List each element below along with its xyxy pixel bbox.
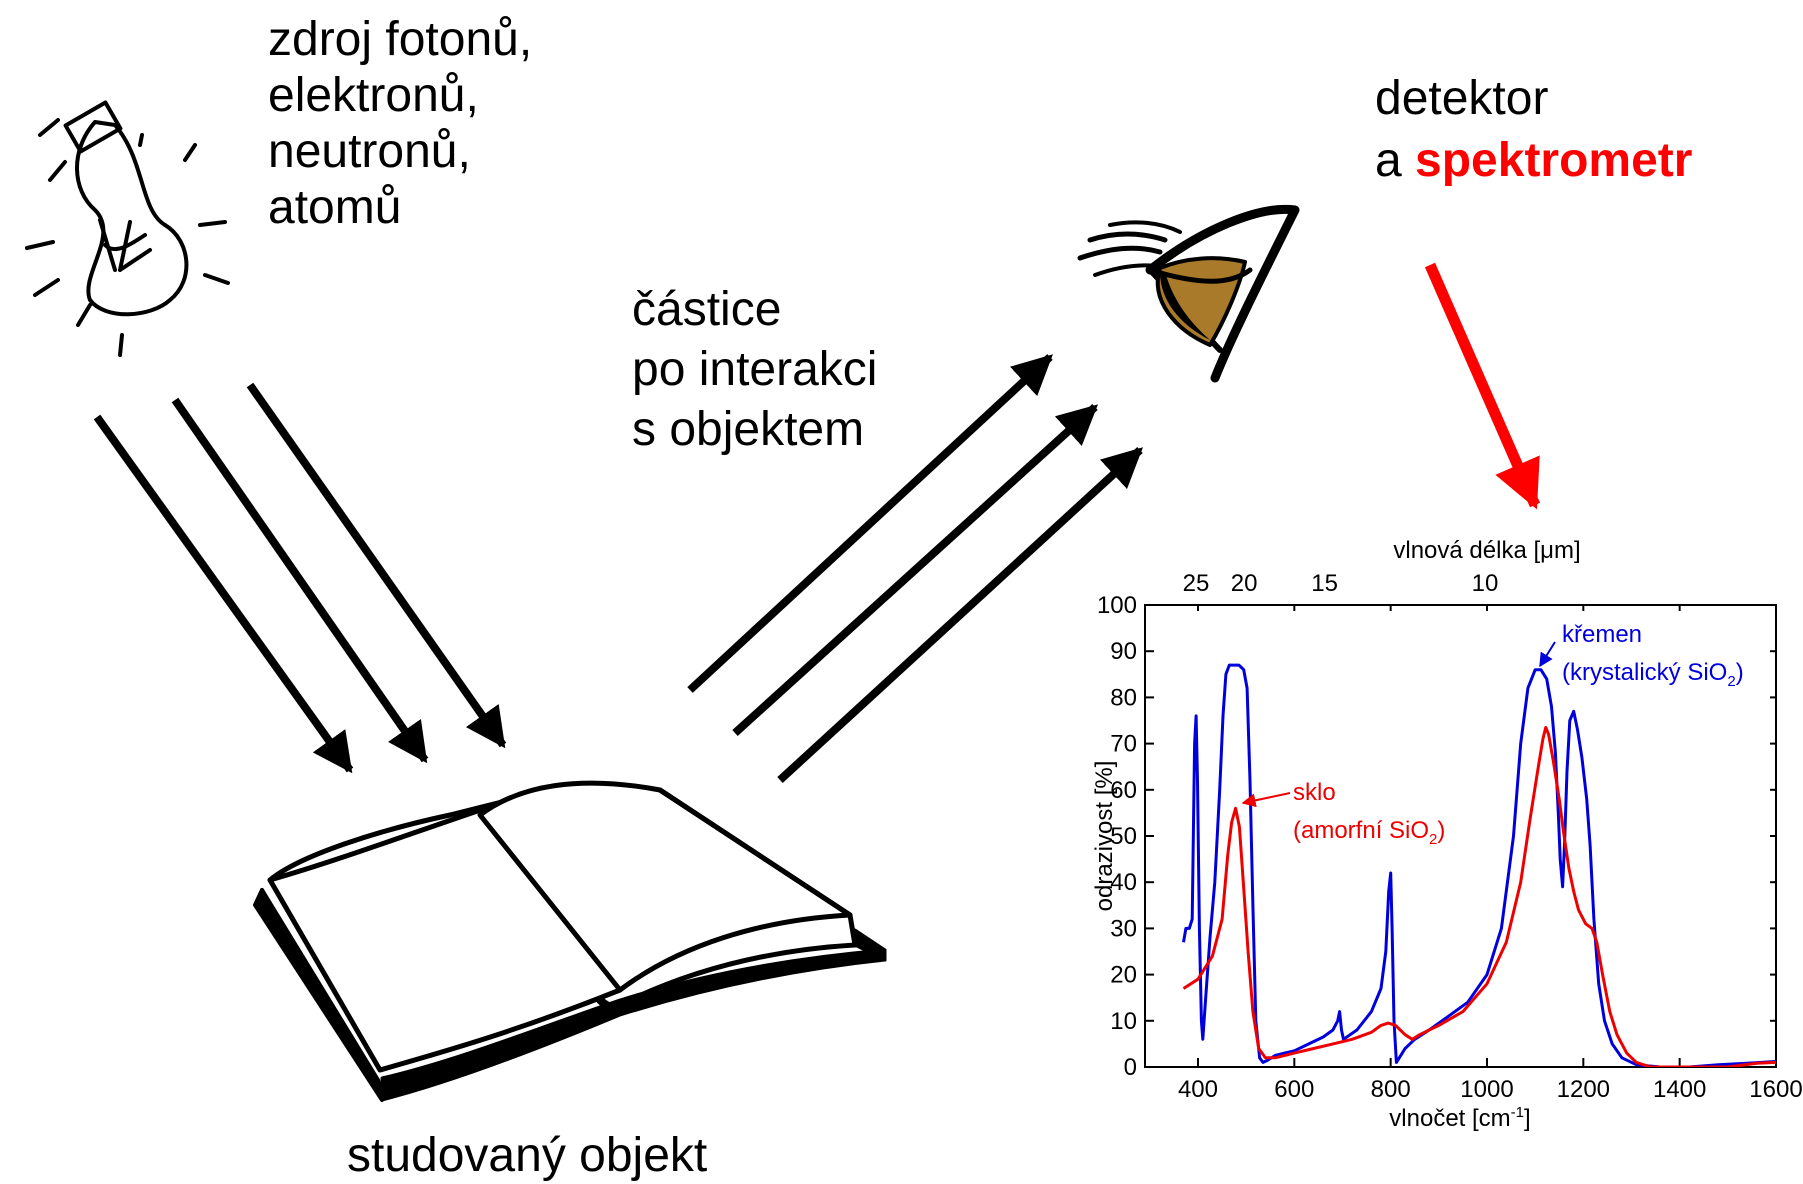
y-axis-label: odrazivost [%] (1091, 761, 1118, 912)
top-tick-label: 15 (1311, 570, 1338, 597)
y-tick-label: 50 (1110, 823, 1137, 850)
y-tick-label: 60 (1110, 777, 1137, 804)
y-tick-label: 90 (1110, 638, 1137, 665)
reflectance-chart: 400 600 800 1000 1200 1400 1600 0 10 20 30 40 50 60 7… (1091, 537, 1803, 1132)
source-label-line: atomů (268, 181, 402, 234)
detector-label-line2: a spektrometr (1375, 130, 1692, 192)
x-tick-label: 400 (1178, 1076, 1218, 1103)
x-tick-label: 600 (1274, 1076, 1314, 1103)
particles-label-line: částice (632, 283, 782, 336)
source-label-line: neutronů, (268, 125, 471, 178)
outgoing-arrow (777, 447, 1143, 783)
spectrometer-arrow (1424, 262, 1541, 510)
x-axis-label: vlnočet [cm-1] (1389, 1104, 1530, 1132)
y-tick-label: 40 (1110, 869, 1137, 896)
source-label: zdroj fotonů, elektronů, neutronů, atomů (268, 12, 532, 236)
outgoing-arrow (732, 404, 1098, 736)
detector-prefix: a (1375, 134, 1416, 187)
chart-series (1182, 663, 1776, 1067)
series-line-quartz (1182, 663, 1776, 1067)
top-tick-label: 25 (1183, 570, 1210, 597)
detector-label-line1: detektor (1375, 72, 1549, 125)
y-tick-label: 20 (1110, 962, 1137, 989)
top-tick-label: 20 (1231, 570, 1258, 597)
quartz-annotation-arrow (1539, 641, 1556, 668)
top-axis-label: vlnová délka [μm] (1393, 537, 1580, 564)
quartz-annotation-formula: (krystalický SiO2) (1562, 659, 1744, 690)
y-tick-label: 70 (1110, 731, 1137, 758)
y-tick-label: 10 (1110, 1008, 1137, 1035)
x-tick-label: 1400 (1653, 1076, 1706, 1103)
eye-icon (1077, 204, 1300, 383)
particles-label-line: po interakci (632, 343, 878, 396)
top-axis-ticks: 25 20 15 10 (1183, 570, 1499, 597)
y-tick-label: 100 (1097, 592, 1137, 619)
glass-annotation: sklo (1293, 779, 1336, 806)
x-tick-label: 1600 (1749, 1076, 1802, 1103)
light-bulb-icon (25, 100, 230, 357)
incoming-arrow (171, 397, 429, 764)
incoming-arrow (246, 382, 507, 749)
particles-label: částice po interakci s objektem (632, 280, 877, 460)
y-tick-label: 30 (1110, 915, 1137, 942)
series-line-glass (1182, 725, 1776, 1067)
x-tick-label: 1000 (1460, 1076, 1513, 1103)
x-axis-ticks: 400 600 800 1000 1200 1400 1600 (1178, 605, 1803, 1103)
open-book-icon (253, 780, 887, 1102)
y-tick-label: 0 (1124, 1054, 1137, 1081)
outgoing-arrows (687, 354, 1143, 783)
outgoing-arrow (687, 354, 1053, 693)
y-axis-ticks: 0 10 20 30 40 50 60 70 80 90 100 (1097, 592, 1776, 1081)
object-label: studovaný objekt (347, 1129, 708, 1182)
source-label-line: elektronů, (268, 69, 479, 122)
x-tick-label: 1200 (1557, 1076, 1610, 1103)
top-tick-label: 10 (1472, 570, 1499, 597)
incoming-arrow (93, 414, 354, 774)
x-tick-label: 800 (1371, 1076, 1411, 1103)
quartz-annotation: křemen (1562, 621, 1642, 648)
detector-label: detektor a spektrometr (1375, 68, 1692, 192)
incoming-arrows (93, 382, 507, 774)
y-tick-label: 80 (1110, 684, 1137, 711)
glass-annotation-arrow (1241, 792, 1291, 808)
source-label-line: zdroj fotonů, (268, 13, 533, 66)
glass-annotation-formula: (amorfní SiO2) (1293, 817, 1445, 848)
spectrometer-highlight: spektrometr (1415, 134, 1693, 187)
particles-label-line: s objektem (632, 403, 865, 456)
